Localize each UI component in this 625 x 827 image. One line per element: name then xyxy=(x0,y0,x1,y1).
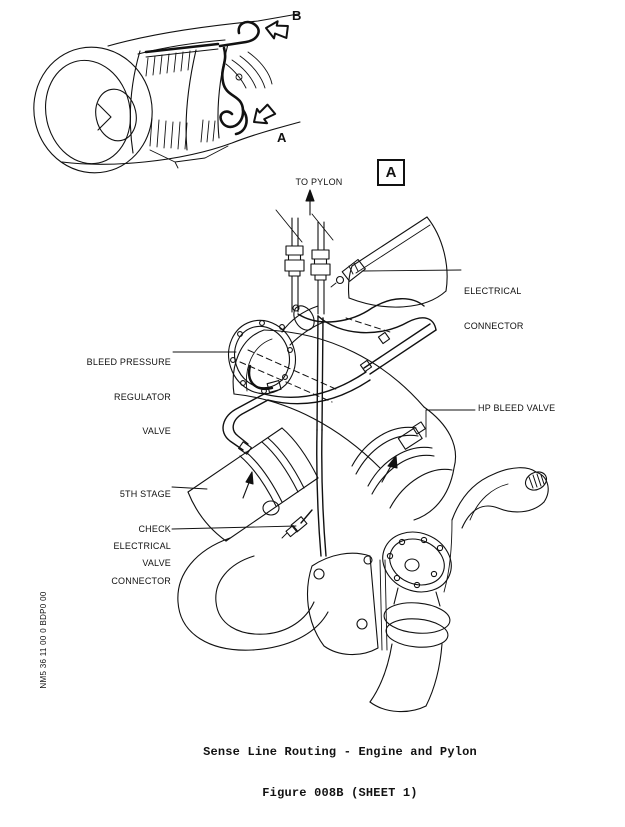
inset-sense-pipe xyxy=(144,20,260,136)
figure-caption: Sense Line Routing - Engine and Pylon Fi… xyxy=(140,719,540,827)
lower-flange xyxy=(382,531,452,593)
detail-view-marker: A xyxy=(377,159,405,186)
bleed-pressure-regulator-valve-symbol xyxy=(228,304,325,395)
label-fifth-stage-check-valve: 5TH STAGE CHECK VALVE xyxy=(119,489,171,568)
label-bleed-pressure-regulator-valve: BLEED PRESSURE REGULATOR VALVE xyxy=(86,357,171,436)
pylon-sense-tubes xyxy=(275,209,334,315)
hook-duct xyxy=(451,467,549,529)
down-pipe xyxy=(369,519,453,713)
label-hp-bleed-valve: HP BLEED VALVE xyxy=(478,403,556,413)
mounting-plate xyxy=(307,552,388,656)
fifth-stage-check-valve-symbol xyxy=(187,427,319,542)
document-side-number: NM5 36 11 00 0 BDP0 00 xyxy=(39,591,48,689)
view-b-arrow-icon xyxy=(265,20,289,40)
figure-page: B A A TO PYLON ELECTRICAL CONNECTOR BLEE… xyxy=(33,8,556,799)
leader-electrical-connector-top xyxy=(361,269,462,272)
hp-bleed-valve-symbol xyxy=(351,406,456,521)
figure-caption-number: Figure 008B (SHEET 1) xyxy=(262,785,418,800)
figure-caption-title: Sense Line Routing - Engine and Pylon xyxy=(203,745,477,759)
leader-fifth-stage-check-valve xyxy=(171,486,208,490)
leader-hp-bleed-valve xyxy=(425,409,476,438)
leader-electrical-connector-bottom xyxy=(171,525,297,530)
view-a-label: A xyxy=(277,130,287,145)
detail-drawing xyxy=(171,189,549,713)
electrical-connector-top-symbol xyxy=(330,258,366,288)
main-duct xyxy=(232,329,425,469)
label-to-pylon: TO PYLON xyxy=(295,177,343,187)
diagram-line-art xyxy=(33,13,549,713)
label-electrical-connector-top: ELECTRICAL CONNECTOR xyxy=(464,286,524,331)
spinner xyxy=(95,88,137,142)
hidden-lines xyxy=(239,317,391,403)
view-b-label: B xyxy=(292,8,302,23)
electrical-connector-bottom-symbol xyxy=(281,509,313,539)
exhaust-cone xyxy=(347,216,448,308)
engine-nacelle-inset xyxy=(33,13,301,174)
c-duct xyxy=(177,537,329,651)
label-electrical-connector-bottom: ELECTRICAL CONNECTOR xyxy=(111,541,171,586)
leader-lines xyxy=(171,269,476,530)
detail-view-marker-letter: A xyxy=(385,164,397,181)
to-pylon-arrow-icon xyxy=(305,189,315,216)
view-a-arrow-icon xyxy=(253,103,277,125)
sense-lines xyxy=(222,298,437,557)
